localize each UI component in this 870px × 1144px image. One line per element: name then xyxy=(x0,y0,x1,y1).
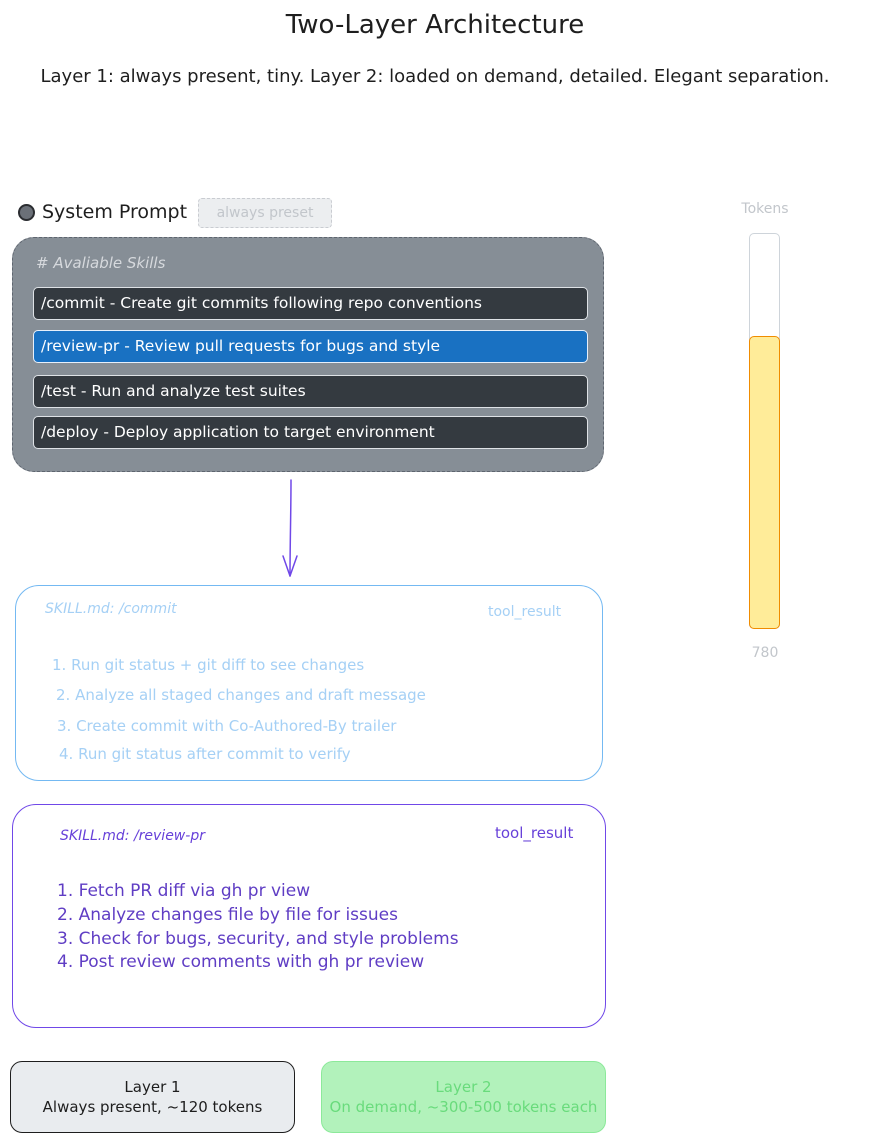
page-subtitle: Layer 1: always present, tiny. Layer 2: … xyxy=(40,66,830,87)
skill-review-pr-title: SKILL.md: /review-pr xyxy=(60,828,205,844)
skill-commit-title: SKILL.md: /commit xyxy=(45,601,177,617)
skill-item-deploy[interactable]: /deploy - Deploy application to target e… xyxy=(33,416,588,449)
skill-commit-step: 2. Analyze all staged changes and draft … xyxy=(56,686,426,704)
layer2-legend-title: Layer 2 xyxy=(435,1078,492,1096)
skill-review-pr-step: 3. Check for bugs, security, and style p… xyxy=(57,929,459,949)
tokens-label: Tokens xyxy=(741,201,789,217)
skill-commit-tool-result-tag: tool_result xyxy=(488,604,562,620)
tokens-value: 780 xyxy=(751,645,779,661)
layer1-legend-title: Layer 1 xyxy=(124,1078,181,1096)
skill-item-review-pr[interactable]: /review-pr - Review pull requests for bu… xyxy=(33,330,588,363)
skill-review-pr-card xyxy=(12,804,606,1028)
skill-item-commit[interactable]: /commit - Create git commits following r… xyxy=(33,287,588,320)
skill-commit-step: 4. Run git status after commit to verify xyxy=(59,745,351,763)
layer2-legend-box xyxy=(321,1061,606,1133)
skill-commit-step: 1. Run git status + git diff to see chan… xyxy=(52,656,365,674)
skill-commit-card xyxy=(15,585,603,781)
skill-review-pr-step: 1. Fetch PR diff via gh pr view xyxy=(57,881,311,901)
layer1-legend-box xyxy=(10,1061,295,1133)
skill-review-pr-tool-result-tag: tool_result xyxy=(495,824,574,842)
skill-review-pr-step: 2. Analyze changes file by file for issu… xyxy=(57,905,398,925)
tokens-meter-fill xyxy=(749,335,780,629)
skill-item-test[interactable]: /test - Run and analyze test suites xyxy=(33,375,588,408)
layer1-legend-description: Always present, ~120 tokens xyxy=(42,1098,263,1116)
skill-review-pr-step: 4. Post review comments with gh pr revie… xyxy=(57,952,425,972)
always-preset-badge: always preset xyxy=(198,198,332,228)
skill-commit-step: 3. Create commit with Co-Authored-By tra… xyxy=(57,717,397,735)
system-prompt-label: System Prompt xyxy=(42,201,188,223)
layer2-legend-description: On demand, ~300-500 tokens each xyxy=(329,1098,598,1116)
available-skills-heading: # Avaliable Skills xyxy=(36,254,166,272)
page-title: Two-Layer Architecture xyxy=(285,10,585,40)
status-dot-icon xyxy=(18,204,35,221)
